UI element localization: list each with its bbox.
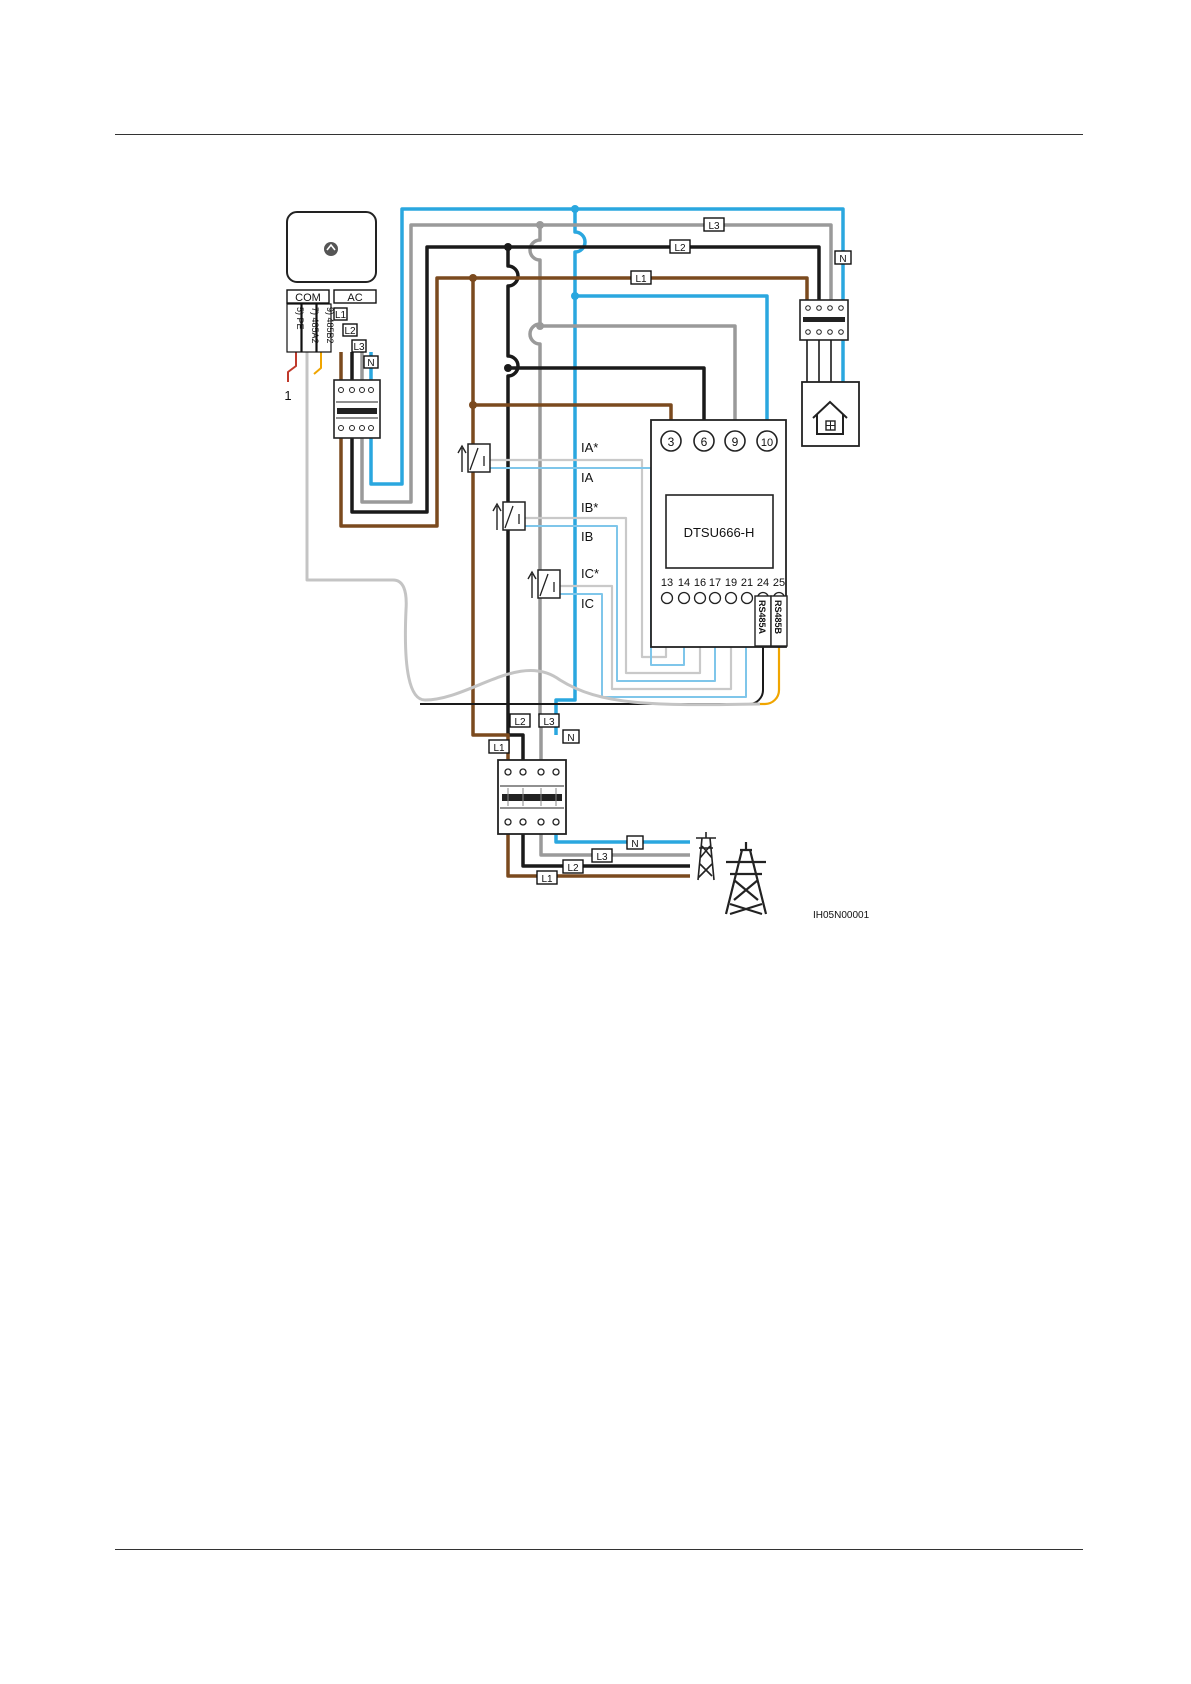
callout-1: 1	[284, 388, 291, 403]
svg-text:L3: L3	[708, 221, 720, 232]
house-icon	[802, 382, 859, 446]
svg-text:24: 24	[757, 577, 769, 589]
svg-text:IB: IB	[581, 529, 593, 544]
inverter-com-port: COM 5) PE 7) 485A2 9) 485B2	[287, 290, 335, 352]
com-label: COM	[295, 292, 321, 304]
svg-text:N: N	[839, 254, 846, 265]
svg-text:N: N	[631, 839, 638, 850]
svg-text:25: 25	[773, 577, 785, 589]
meter-name: DTSU666-H	[684, 525, 755, 540]
svg-text:L1: L1	[493, 743, 505, 754]
svg-text:N: N	[567, 733, 574, 744]
svg-text:14: 14	[678, 577, 690, 589]
house-breaker	[800, 300, 848, 382]
svg-text:IA*: IA*	[581, 440, 598, 455]
svg-text:L3: L3	[543, 717, 555, 728]
rs485a-label: RS485A	[757, 600, 767, 635]
inverter-breaker	[334, 380, 380, 438]
com-pin-485a2: 7) 485A2	[310, 307, 320, 344]
rs485b-wire	[752, 646, 779, 704]
ct-phase-b	[493, 502, 525, 530]
svg-text:IC: IC	[581, 596, 594, 611]
main-breaker	[498, 760, 566, 834]
svg-text:10: 10	[761, 437, 773, 449]
svg-text:L1: L1	[335, 310, 347, 321]
svg-text:L2: L2	[674, 243, 686, 254]
com-485b2-wire	[314, 352, 321, 374]
svg-text:16: 16	[694, 577, 706, 589]
svg-text:3: 3	[668, 435, 675, 449]
svg-text:9: 9	[732, 435, 739, 449]
svg-text:6: 6	[701, 435, 708, 449]
wire-n-grid	[556, 824, 690, 842]
svg-text:13: 13	[661, 577, 673, 589]
svg-text:L1: L1	[541, 874, 553, 885]
small-pylon-icon	[696, 832, 716, 880]
svg-text:L3: L3	[353, 342, 365, 353]
svg-text:17: 17	[709, 577, 721, 589]
svg-text:IC*: IC*	[581, 566, 599, 581]
rs485b-label: RS485B	[773, 600, 783, 635]
inverter-ac-port: AC	[334, 290, 376, 304]
svg-text:21: 21	[741, 577, 753, 589]
svg-text:19: 19	[725, 577, 737, 589]
junction-dots	[469, 205, 579, 409]
figure-id: IH05N00001	[813, 910, 870, 921]
svg-text:L1: L1	[635, 274, 647, 285]
svg-text:N: N	[367, 358, 374, 369]
svg-text:L2: L2	[514, 717, 526, 728]
com-pin-pe: 5) PE	[295, 307, 305, 330]
pe-wire	[288, 352, 296, 382]
ct-phase-a	[458, 444, 490, 472]
transmission-tower-icon	[726, 842, 766, 914]
svg-text:L2: L2	[344, 326, 356, 337]
svg-text:IA: IA	[581, 470, 594, 485]
ac-label: AC	[347, 292, 362, 304]
ct-wire-ia-star	[490, 460, 666, 657]
ct-phase-c	[528, 570, 560, 598]
svg-text:L2: L2	[567, 863, 579, 874]
inverter	[287, 212, 376, 282]
svg-text:L3: L3	[596, 852, 608, 863]
svg-text:IB*: IB*	[581, 500, 598, 515]
